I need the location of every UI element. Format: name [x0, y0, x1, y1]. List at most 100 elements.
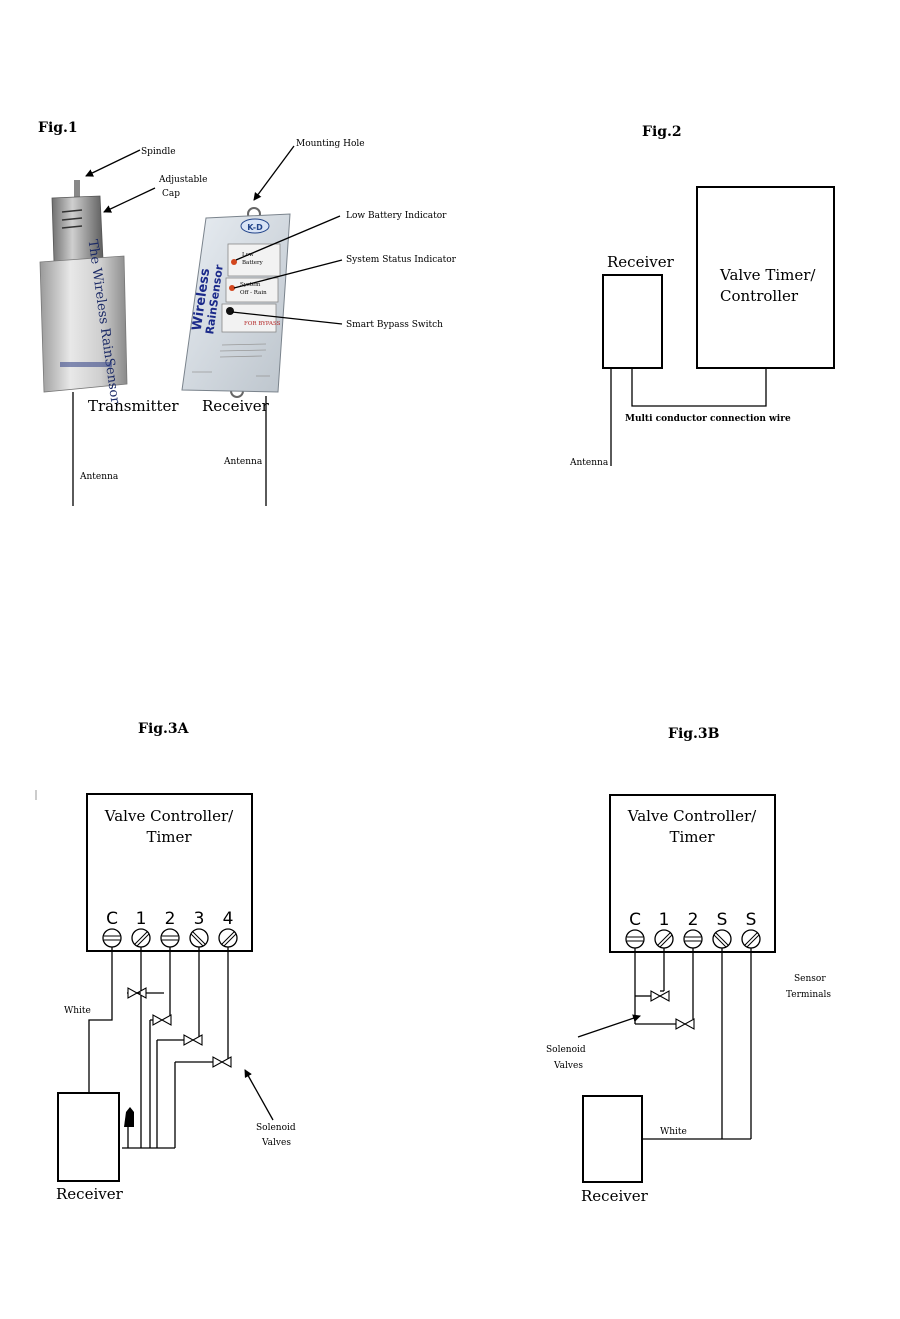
low-battery-leader	[235, 215, 341, 261]
fig3a-solenoid-line1: Solenoid	[256, 1123, 296, 1133]
low-battery-label: Low Battery Indicator	[346, 211, 447, 221]
receiver-fine-print	[192, 343, 270, 377]
fig3b-solenoid-arrow	[577, 1014, 641, 1038]
smart-bypass-label: Smart Bypass Switch	[346, 320, 443, 330]
fig3b-solenoid-line2: Valves	[553, 1061, 583, 1071]
terminal-screw-icon	[683, 929, 703, 949]
fig3b-terminal-label: S	[746, 910, 757, 930]
terminal-screw-icon	[218, 928, 238, 948]
fig3b-sensor-line2: Terminals	[786, 990, 831, 1000]
spindle-label: Spindle	[141, 147, 176, 157]
system-status-label: System Status Indicator	[346, 255, 457, 265]
receiver-bypass-panel	[221, 303, 277, 333]
fig2-receiver-box	[602, 274, 663, 369]
fig3b-wiring	[634, 948, 752, 1140]
fig1-antenna-right-label: Antenna	[223, 457, 263, 467]
fig3b-white-label: White	[660, 1127, 687, 1137]
terminal-screw-icon	[189, 928, 209, 948]
fig2: Fig.2 Receiver Valve Timer/ Controller M…	[569, 124, 835, 468]
fig3b-terminals: C 1 2 S S	[625, 910, 761, 949]
terminal-screw-icon	[160, 928, 180, 948]
cap-label-line1: Adjustable	[158, 175, 207, 185]
fig3a-controller-line1: Valve Controller/	[104, 807, 234, 825]
spindle-arrow	[85, 149, 141, 177]
fig2-wire-label: Multi conductor connection wire	[625, 414, 791, 424]
system-status-leader	[233, 259, 343, 289]
fig3a: Fig.3A Valve Controller/ Timer C 1 2 3 4	[35, 721, 296, 1203]
solenoid-valve-icon	[675, 1018, 695, 1030]
cap-arrow	[103, 187, 156, 213]
receiver-logo-badge	[240, 218, 270, 234]
solenoid-valve-icon	[152, 1014, 172, 1026]
fig2-controller-line2: Controller	[720, 287, 799, 305]
receiver-led2-line2: Off - Rain	[240, 290, 267, 296]
fig3a-receiver-box	[57, 1092, 120, 1182]
fig3b-controller-box	[609, 794, 776, 953]
transmitter-device: The Wireless RainSensor	[39, 180, 128, 405]
terminal-screw-icon	[712, 929, 732, 949]
fig3b-receiver-box	[582, 1095, 643, 1183]
terminal-screw-icon	[741, 929, 761, 949]
terminal-screw-icon	[654, 929, 674, 949]
fig3b-sensor-line1: Sensor	[794, 974, 826, 984]
fig3a-controller-box	[86, 793, 253, 952]
cap-label-line2: Cap	[162, 189, 180, 199]
fig3b: Fig.3B Valve Controller/ Timer C 1 2 S S	[546, 726, 831, 1205]
fig3b-title: Fig.3B	[668, 726, 720, 742]
transmitter-body-stripe	[60, 362, 112, 367]
solenoid-valve-icon	[650, 990, 670, 1002]
fig3b-controller-line1: Valve Controller/	[627, 807, 757, 825]
fig2-controller-line1: Valve Timer/	[719, 266, 816, 284]
receiver-logo: K-D	[247, 223, 263, 232]
fig2-antenna-label: Antenna	[569, 458, 609, 468]
fig3a-solenoid-line2: Valves	[261, 1138, 291, 1148]
fig3b-terminal-label: C	[629, 910, 641, 930]
fig3a-white-wire	[88, 947, 113, 1093]
terminal-screw-icon	[131, 928, 151, 948]
mounting-hole-arrow	[253, 145, 295, 201]
fig2-receiver-label: Receiver	[607, 253, 675, 271]
fig3a-title: Fig.3A	[138, 721, 190, 737]
fig3a-solenoid-arrow	[244, 1069, 274, 1121]
low-battery-led	[231, 259, 237, 265]
fig3a-terminal-label: 4	[223, 909, 234, 929]
fig2-connection-wire	[631, 368, 767, 407]
smart-bypass-leader	[231, 311, 343, 325]
fig2-title: Fig.2	[642, 124, 682, 140]
fig3a-terminal-label: 3	[194, 909, 205, 929]
transmitter-label: Transmitter	[88, 397, 179, 415]
antenna-connector-icon	[124, 1107, 134, 1127]
solenoid-valve-icon	[183, 1034, 203, 1046]
solenoid-valve-icon	[212, 1056, 232, 1068]
fig3b-terminal-label: 1	[659, 910, 670, 930]
fig3a-terminal-label: C	[106, 909, 118, 929]
fig3b-terminal-label: 2	[688, 910, 699, 930]
fig2-controller-box	[696, 186, 835, 369]
fig3a-wiring	[88, 947, 229, 1149]
receiver-status-panel	[225, 277, 279, 303]
fig1-title: Fig.1	[38, 120, 78, 136]
fig3a-receiver-label: Receiver	[56, 1185, 124, 1203]
smart-bypass-switch[interactable]	[226, 307, 234, 315]
receiver-device: Wireless RainSensor K-D Low Battery Syst…	[181, 207, 291, 398]
fig1-receiver-label: Receiver	[202, 397, 270, 415]
receiver-bypass-text: FOR BYPASS	[244, 321, 281, 327]
mounting-hole-label: Mounting Hole	[296, 139, 365, 149]
fig3b-solenoid-line1: Solenoid	[546, 1045, 586, 1055]
transmitter-cap-fins	[61, 209, 83, 229]
fig1-antenna-left-label: Antenna	[79, 472, 119, 482]
receiver-led1-line2: Battery	[242, 260, 264, 266]
fig3a-terminal-label: 2	[165, 909, 176, 929]
fig3b-controller-line2: Timer	[669, 828, 715, 846]
terminal-screw-icon	[102, 928, 122, 948]
terminal-screw-icon	[625, 929, 645, 949]
fig3a-white-label: White	[64, 1006, 91, 1016]
fig3a-terminal-label: 1	[136, 909, 147, 929]
fig1: Fig.1 The Wireless RainSensor Wireless R…	[38, 120, 457, 506]
transmitter-body	[39, 255, 128, 393]
solenoid-valve-icon	[127, 987, 147, 999]
fig3b-terminal-label: S	[717, 910, 728, 930]
system-status-led	[229, 285, 235, 291]
fig3a-controller-line2: Timer	[146, 828, 192, 846]
